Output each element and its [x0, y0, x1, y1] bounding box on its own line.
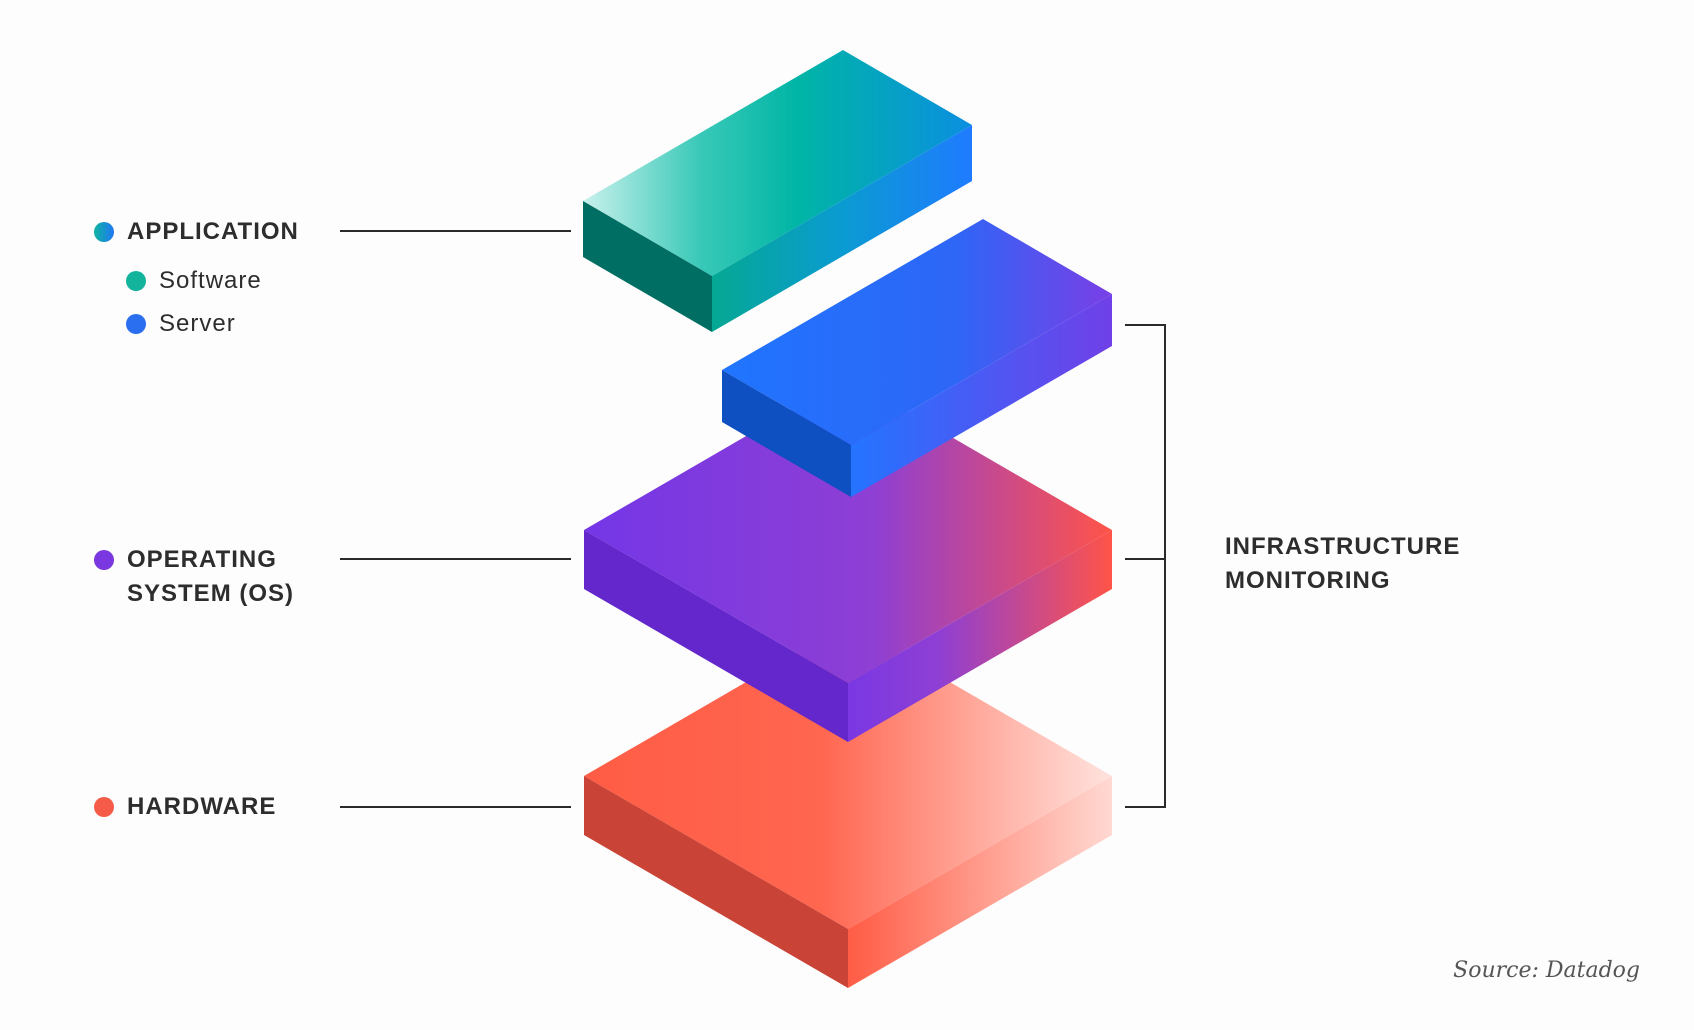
os-dot — [94, 550, 114, 570]
os-slab-right — [848, 530, 1112, 742]
infrastructure-bracket — [1125, 324, 1166, 808]
hardware-dot — [94, 797, 114, 817]
infrastructure-label-line2: MONITORING — [1225, 567, 1391, 594]
software-label: Software — [159, 267, 262, 294]
hardware-slab-right — [848, 776, 1112, 988]
os-label-line2: SYSTEM (OS) — [127, 580, 295, 607]
server-slab-left — [722, 370, 851, 497]
server-slab-right — [851, 294, 1112, 497]
os-label-line1: OPERATING — [127, 546, 277, 573]
infrastructure-label-line1: INFRASTRUCTURE — [1225, 533, 1461, 560]
software-slab — [583, 50, 972, 332]
server-label: Server — [159, 310, 236, 337]
os-slab — [584, 377, 1112, 742]
software-slab-top — [583, 50, 972, 276]
os-slab-left — [584, 530, 848, 742]
server-slab — [722, 219, 1112, 497]
hardware-slab-left — [584, 776, 848, 988]
software-dot — [126, 271, 146, 291]
application-label: APPLICATION — [127, 218, 299, 245]
application-dot — [94, 222, 114, 242]
software-slab-right — [712, 125, 972, 332]
hardware-slab — [584, 623, 1112, 988]
infrastructure-monitoring-label: INFRASTRUCTURE MONITORING — [1225, 530, 1460, 598]
server-dot — [126, 314, 146, 334]
source-caption: Source: Datadog — [1453, 958, 1640, 983]
server-slab-top — [722, 219, 1112, 445]
hardware-label: HARDWARE — [127, 793, 277, 820]
software-slab-left — [583, 201, 712, 332]
